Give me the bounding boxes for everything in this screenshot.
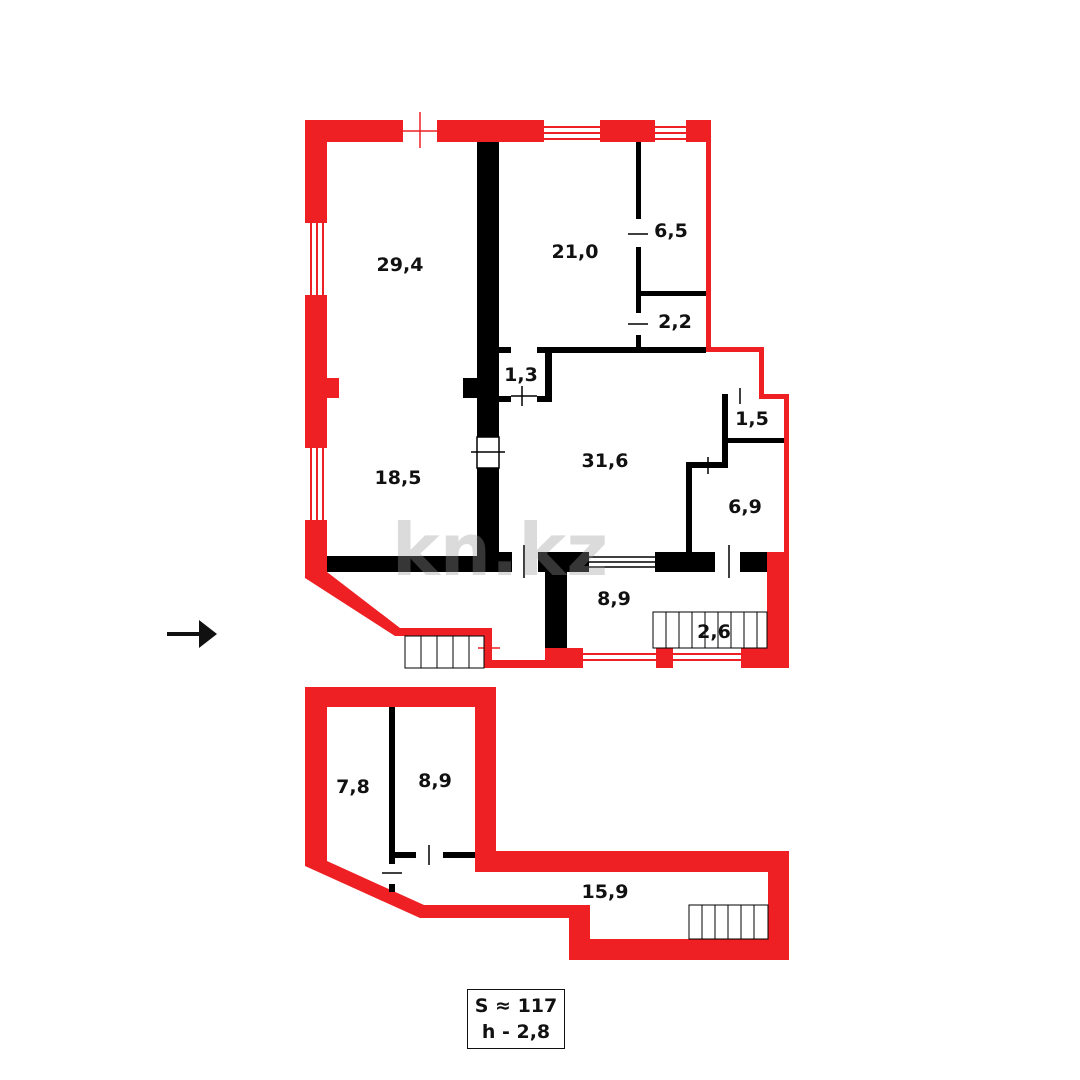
watermark: kn.kz bbox=[392, 508, 608, 592]
room-area-label: 21,0 bbox=[552, 241, 599, 263]
floor-2-plan: 7,8 8,9 15,9 bbox=[305, 687, 789, 960]
room-area-label: 6,5 bbox=[654, 220, 688, 242]
room-area-label: 8,9 bbox=[597, 588, 631, 610]
floor-1-plan: 29,4 21,0 6,5 2,2 1,3 18,5 31,6 1,5 6,9 … bbox=[305, 112, 789, 669]
interior-walls bbox=[389, 707, 475, 892]
room-area-label: 1,3 bbox=[504, 364, 538, 386]
room-area-label: 6,9 bbox=[728, 496, 762, 518]
interior-window bbox=[589, 552, 655, 572]
summary-box: S ≈ 117 h - 2,8 bbox=[467, 989, 565, 1049]
exterior-walls bbox=[305, 687, 789, 960]
room-area-label: 18,5 bbox=[375, 467, 422, 489]
windows bbox=[305, 120, 741, 668]
doors bbox=[382, 845, 443, 884]
room-area-label: 15,9 bbox=[582, 881, 629, 903]
interior-walls bbox=[327, 142, 784, 648]
room-area-label: 8,9 bbox=[418, 770, 452, 792]
stairs bbox=[688, 904, 769, 940]
room-area-label: 7,8 bbox=[336, 776, 370, 798]
room-area-label: 1,5 bbox=[735, 408, 769, 430]
room-area-label: 31,6 bbox=[582, 450, 629, 472]
room-area-label: 2,6 bbox=[697, 621, 731, 643]
doors bbox=[403, 112, 741, 649]
room-area-label: 29,4 bbox=[377, 254, 424, 276]
arrow-right-icon bbox=[167, 620, 217, 648]
total-area: S ≈ 117 bbox=[474, 995, 558, 1017]
room-area-label: 2,2 bbox=[658, 311, 692, 333]
stairs bbox=[404, 611, 768, 669]
ceiling-height: h - 2,8 bbox=[481, 1021, 551, 1043]
